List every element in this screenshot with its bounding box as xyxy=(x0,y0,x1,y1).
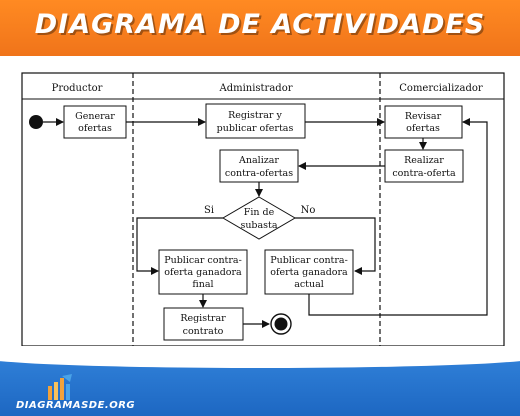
realizar-line-2: contra-oferta xyxy=(392,168,456,179)
page-title: DIAGRAMA DE ACTIVIDADES xyxy=(34,9,486,40)
contrato-line-1: Registrar xyxy=(180,313,226,324)
activity-publicar-final: Publicar contra- oferta ganadora final xyxy=(158,249,248,295)
activity-publicar-actual: Publicar contra- oferta ganadora actual xyxy=(264,249,354,295)
publicar-actual-line-2: oferta ganadora xyxy=(270,267,348,278)
generar-line-1: Generar xyxy=(75,111,115,122)
publicar-final-line-3: final xyxy=(192,279,213,290)
revisar-line-2: ofertas xyxy=(406,123,440,134)
decision-line-2: subasta xyxy=(240,220,277,231)
activity-revisar-ofertas: Revisar ofertas xyxy=(384,105,463,139)
registrar-line-2: publicar ofertas xyxy=(217,123,294,134)
guard-no: No xyxy=(301,205,316,216)
activity-analizar-contraofertas: Analizar contra-ofertas xyxy=(219,149,299,183)
publicar-actual-line-3: actual xyxy=(294,279,324,290)
lane-title-productor: Productor xyxy=(52,83,103,94)
footer-banner xyxy=(0,360,520,416)
lane-title-administrador: Administrador xyxy=(218,83,292,94)
arrow-si-to-publicar-final xyxy=(136,217,223,275)
revisar-line-1: Revisar xyxy=(405,111,442,122)
analizar-line-1: Analizar xyxy=(238,155,279,166)
activity-registrar-contrato: Registrar contrato xyxy=(163,307,244,341)
contrato-line-2: contrato xyxy=(183,326,224,337)
decision-fin-de-subasta: Fin de subasta xyxy=(222,196,296,240)
activity-realizar-contraoferta: Realizar contra-oferta xyxy=(384,149,464,183)
initial-node xyxy=(29,115,43,129)
guard-si: Si xyxy=(204,205,214,216)
arrow-publicar-actual-to-revisar xyxy=(308,118,488,316)
site-logo-icon xyxy=(48,374,72,400)
activity-generar-ofertas: Generar ofertas xyxy=(63,105,127,139)
registrar-line-1: Registrar y xyxy=(228,110,282,121)
generar-line-2: ofertas xyxy=(78,123,112,134)
footer-brand: DIAGRAMASDE.ORG xyxy=(16,400,136,411)
footer-wave-top xyxy=(0,346,520,368)
analizar-line-2: contra-ofertas xyxy=(225,168,293,179)
publicar-final-line-1: Publicar contra- xyxy=(164,255,242,266)
final-node xyxy=(270,313,292,335)
activity-registrar-publicar: Registrar y publicar ofertas xyxy=(205,103,306,139)
decision-line-1: Fin de xyxy=(244,207,275,218)
publicar-final-line-2: oferta ganadora xyxy=(164,267,242,278)
header-banner xyxy=(0,0,520,56)
realizar-line-1: Realizar xyxy=(404,155,444,166)
arrow-no-to-publicar-actual xyxy=(295,217,376,275)
lane-title-comercializador: Comercializador xyxy=(399,83,483,94)
publicar-actual-line-1: Publicar contra- xyxy=(270,255,348,266)
